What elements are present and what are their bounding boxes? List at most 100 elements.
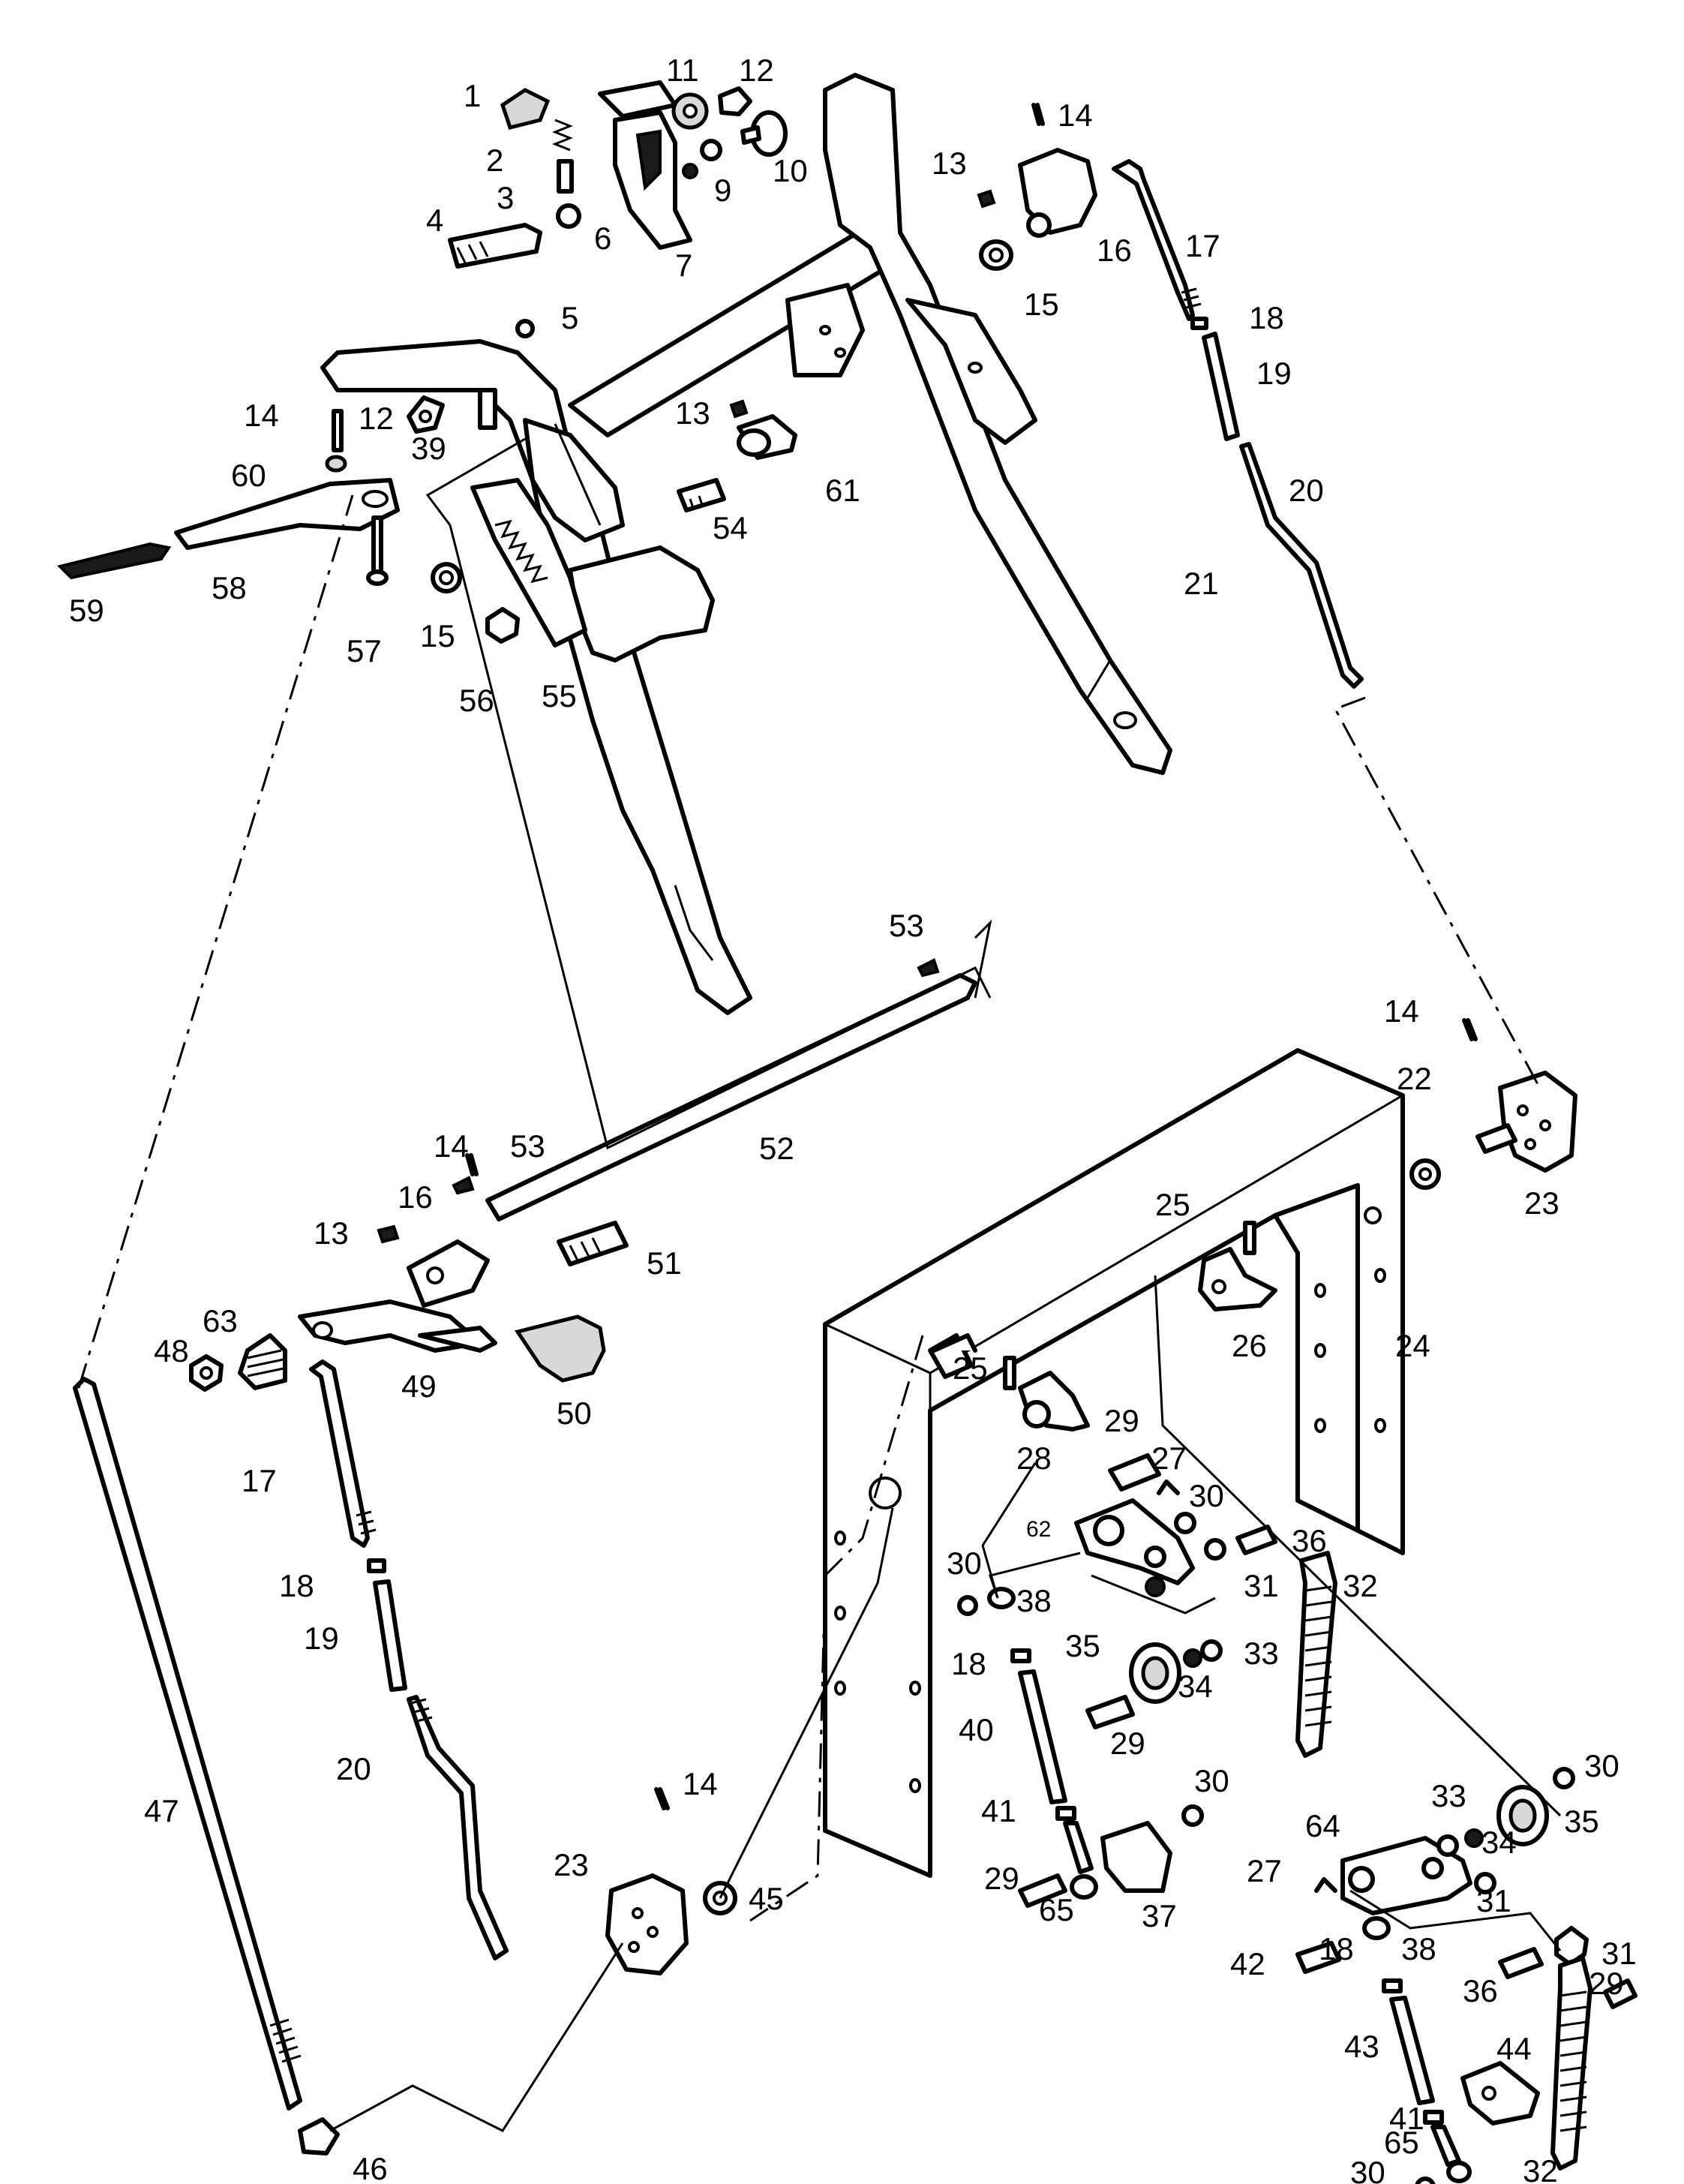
callout-32-upper: 32 [1343,1568,1378,1603]
part-25-pin-lower [1003,1356,1016,1390]
callout-14-left: 14 [244,398,279,433]
callout-14-right: 14 [1384,993,1419,1029]
part-36-bolt-lower [1498,1947,1544,1979]
callout-25-lower: 25 [953,1350,988,1386]
callout-36-upper: 36 [1292,1523,1327,1558]
callout-4: 4 [426,203,443,238]
callout-63: 63 [203,1303,238,1338]
callout-39: 39 [411,431,446,466]
callout-41-lower: 41 [1389,2101,1424,2136]
part-41-coupler-center [1055,1806,1076,1821]
center-rod-assembly [957,1587,1204,1908]
part-19-sleeve-top [1202,332,1240,441]
part-39-pin [478,388,497,430]
callout-30-left: 30 [947,1546,982,1581]
part-26-cam [1198,1247,1277,1311]
callout-7: 7 [675,248,692,283]
part-53-key-mid [452,1176,475,1195]
callout-18-bottom: 18 [279,1568,314,1603]
idler-arm-lower [1295,1767,1589,1979]
callout-44: 44 [1496,2031,1532,2066]
callout-31-upper: 31 [1244,1568,1279,1603]
part-14-pin-left [332,409,344,452]
callout-14-top: 14 [1058,98,1093,133]
part-65-eye-lower [1446,2161,1472,2183]
part-29-bolt-upper [1108,1453,1161,1492]
callout-51: 51 [647,1245,682,1281]
callout-34-lower: 34 [1481,1825,1517,1860]
callout-16-left: 16 [398,1179,433,1215]
callout-1: 1 [464,78,481,113]
callout-30-bottom: 30 [1350,2155,1385,2184]
part-29-bolt-mid [1085,1695,1135,1729]
part-58-lever [174,478,400,550]
part-31-nut-lower-a [1474,1872,1496,1894]
callout-29-right: 29 [1589,1966,1624,2001]
housing-assembly [823,1048,1405,1878]
part-5-nut [515,319,535,338]
callout-60: 60 [231,458,266,493]
gear-segment [932,1333,977,1353]
callout-33-upper: 33 [1244,1636,1279,1671]
part-33-washer-lower [1436,1834,1459,1857]
lower-lever-assembly [189,1299,606,1392]
part-13-screw-mid [729,399,749,419]
part-27-clip-lower [1314,1877,1337,1893]
part-32-spring-lower [1550,1956,1592,2170]
part-30-nut-bottom [1415,2176,1436,2184]
part-64-arm [1340,1836,1472,1915]
part-18-coupler-bottom [367,1558,386,1573]
part-3-pin [557,159,574,194]
part-9-washer [682,163,698,179]
part-29-bolt-right [1603,1978,1637,2009]
callout-31-lower-b: 31 [1601,1936,1637,1971]
part-34-washer-lower [1464,1828,1484,1848]
part-34-washer-upper [1183,1648,1202,1668]
part-4-shaft [448,223,542,269]
callout-40: 40 [959,1712,994,1747]
callout-55: 55 [542,678,577,713]
callout-13-top: 13 [932,146,967,181]
callout-15-left: 15 [420,618,455,653]
callout-labels: 1 2 3 4 5 6 7 9 10 11 12 12 13 13 13 14 … [69,53,1637,2184]
callout-47: 47 [144,1793,179,1828]
callout-58: 58 [212,570,247,605]
callout-20-top: 20 [1289,473,1324,508]
part-16-bracket-top [1018,148,1097,235]
part-62-bushing [869,1477,902,1510]
spring-upper [1295,1551,1337,1758]
ratchet-assembly [431,478,726,647]
part-20-rod-top [1239,442,1364,689]
callout-54: 54 [713,510,748,545]
part-6-collar [556,203,581,229]
callout-46: 46 [353,2151,388,2184]
callout-13-left: 13 [314,1215,349,1251]
part-50-knob [514,1314,606,1383]
callout-2: 2 [486,143,503,178]
part-46-collar [298,2117,340,2155]
callout-17-bottom: 17 [242,1463,277,1498]
part-30-nut-center [1181,1804,1204,1827]
lower-right-rod-assembly [1362,1916,1540,2184]
part-38-eye-lower [1362,1916,1391,1940]
callout-16-top: 16 [1097,233,1132,268]
callout-30-upper: 30 [1189,1478,1224,1513]
part-1-knob [500,88,551,130]
part-36-bolt-upper [1235,1525,1277,1555]
part-42-bolt [1295,1941,1341,1974]
part-20-rod-bottom [407,1695,509,1960]
callout-49: 49 [401,1368,437,1404]
part-25-pin-upper [1243,1221,1256,1255]
callout-48: 48 [154,1333,189,1368]
callout-59: 59 [69,593,104,628]
part-23-bracket-bottom [605,1873,689,1975]
part-14-pin-right [1462,1018,1478,1041]
cam-parts [932,1221,1277,1431]
callout-29-mid: 29 [1110,1726,1145,1761]
part-18-coupler-lower [1382,1978,1403,1993]
upper-right-parts [729,103,1097,460]
callout-24: 24 [1395,1328,1430,1363]
callout-35-lower: 35 [1564,1804,1599,1839]
part-40-rod [1018,1669,1067,1804]
